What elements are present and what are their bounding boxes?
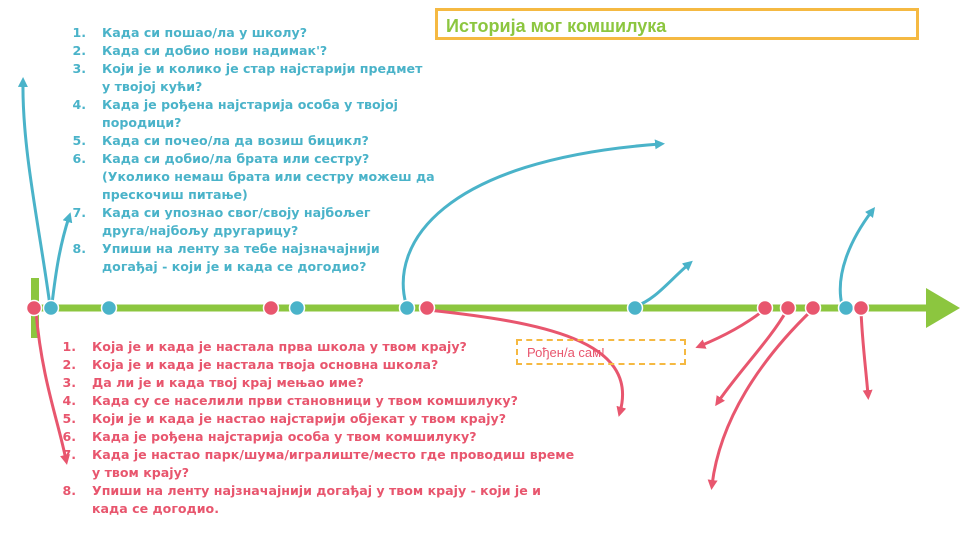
list-item: 3. Да ли је и када твој крај мењао име? [40,374,574,392]
page-title: Историја мог комшилука [435,8,919,40]
blue-arrow-4 [635,260,693,308]
item-text: Упиши на ленту за тебе најзначајнији дог… [102,241,380,274]
item-text: Када су се населили први становници у тв… [92,393,518,408]
item-number: 4. [62,393,76,408]
item-number: 1. [72,25,86,40]
red-arrow-1 [34,311,70,465]
timeline-dot-red [25,299,43,317]
list-item: 5. Који је и када је настао најстарији об… [40,410,574,428]
item-text: Која је и када је настала прва школа у т… [92,339,467,354]
item-number: 4. [72,97,86,112]
timeline-dot-blue [837,299,855,317]
blue-arrow-2 [50,212,73,305]
item-number: 1. [62,339,76,354]
item-number: 8. [62,483,76,498]
timeline-dot-blue [100,299,118,317]
item-number: 7. [72,205,86,220]
timeline-dot-blue [398,299,416,317]
list-item: 1. Која је и када је настала прва школа у… [40,338,574,356]
item-number: 3. [62,375,76,390]
timeline-dot-red [779,299,797,317]
item-text: Када си почео/ла да возиш бицикл? [102,133,369,148]
timeline-dot-red [262,299,280,317]
blue-arrow-5 [838,207,876,306]
list-item: 8. Упиши на ленту за тебе најзначајнији д… [50,240,435,276]
timeline-arrowhead [926,288,960,328]
item-text: Када си добио нови надимак'? [102,43,328,58]
item-text: Када је рођена најстарија особа у твом к… [92,429,477,444]
timeline-dot-red [756,299,774,317]
red-arrow-3 [695,308,765,349]
list-item: 7. Када си упознао свог/своју најбољег др… [50,204,435,240]
item-text: Када си добио/ла брата или сестру? (Укол… [102,151,435,202]
item-number: 8. [72,241,86,256]
list-item: 8. Упиши на ленту најзначајнији догађај у… [40,482,574,518]
item-number: 7. [62,447,76,462]
timeline-dot-blue [626,299,644,317]
timeline-dot-blue [42,299,60,317]
list-item: 3. Који је и колико је стар најстарији пр… [50,60,435,96]
item-text: Када си упознао свог/своју најбољег друг… [102,205,371,238]
item-text: Када је настао парк/шума/игралиште/место… [92,447,575,480]
item-text: Упиши на ленту најзначајнији догађај у т… [92,483,541,516]
list-item: 4. Када су се населили први становници у … [40,392,574,410]
item-number: 6. [62,429,76,444]
item-text: Када си пошао/ла у школу? [102,25,308,40]
personal-question-list: 1. Када си пошао/ла у школу? 2. Када си до… [50,24,435,276]
item-number: 5. [72,133,86,148]
list-item: 2. Која је и када је настала твоја основн… [40,356,574,374]
item-number: 2. [72,43,86,58]
item-number: 2. [62,357,76,372]
item-text: Када је рођена најстарија особа у твојој… [102,97,398,130]
timeline-dot-red [804,299,822,317]
timeline-dot-red [418,299,436,317]
item-number: 5. [62,411,76,426]
item-text: Који је и колико је стар најстарији пред… [102,61,423,94]
born-label: Рођен/а сам! [516,339,686,365]
red-arrow-5 [707,308,814,490]
item-text: Да ли је и када твој крај мењао име? [92,375,364,390]
list-item: 1. Када си пошао/ла у школу? [50,24,435,42]
timeline-dot-red [852,299,870,317]
red-arrow-6 [859,309,873,400]
red-arrow-4 [715,309,789,407]
neighborhood-question-list: 1. Која је и када је настала прва школа у… [40,338,574,518]
list-item: 5. Када си почео/ла да возиш бицикл? [50,132,435,150]
list-item: 7. Када је настао парк/шума/игралиште/мес… [40,446,574,482]
item-number: 3. [72,61,86,76]
list-item: 2. Када си добио нови надимак'? [50,42,435,60]
red-arrow-2 [427,308,627,417]
item-text: Која је и када је настала твоја основна … [92,357,439,372]
list-item: 4. Када је рођена најстарија особа у твој… [50,96,435,132]
list-item: 6. Када је рођена најстарија особа у твом… [40,428,574,446]
blue-arrow-1 [17,77,52,307]
list-item: 6. Када си добио/ла брата или сестру? (Ук… [50,150,435,204]
timeline-dot-blue [288,299,306,317]
item-number: 6. [72,151,86,166]
blue-arrow-3 [401,139,665,305]
item-text: Који је и када је настао најстарији обје… [92,411,507,426]
